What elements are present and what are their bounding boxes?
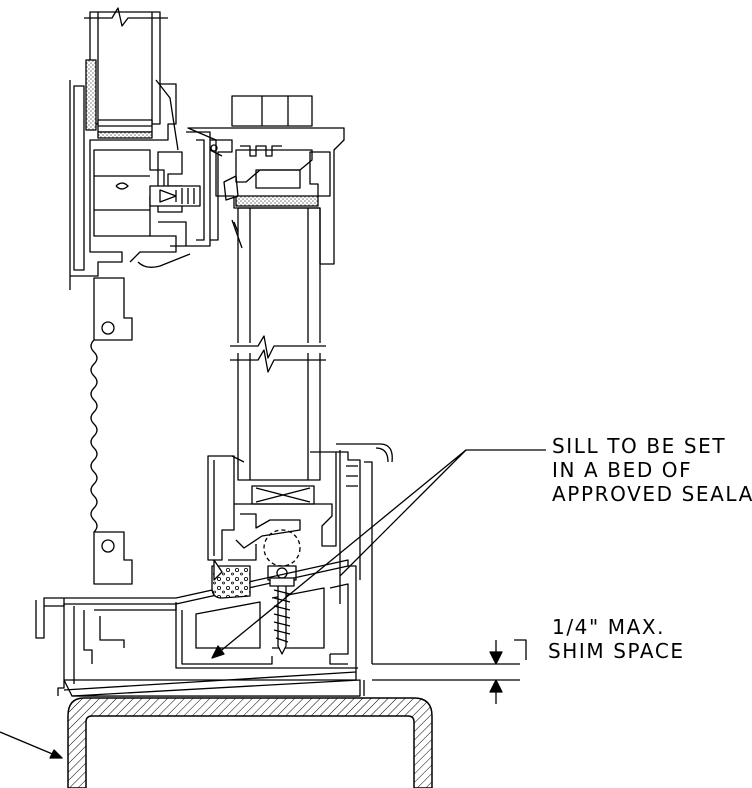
sealant-note-line-3: APPROVED SEALANT	[552, 482, 752, 506]
shim-dimension	[372, 639, 527, 704]
sealant-note: SILL TO BE SET IN A BED OF APPROVED SEAL…	[552, 434, 752, 506]
sill-screw	[269, 577, 295, 655]
shim-note-line-1: 1/4" MAX.	[552, 615, 666, 639]
interior-sill-gasket	[213, 559, 223, 581]
sealant-note-line-2: IN A BED OF	[552, 458, 693, 482]
substrate-leader	[0, 731, 63, 759]
shim-note-line-2: SHIM SPACE	[548, 639, 685, 663]
rough-opening-substrate	[67, 697, 433, 788]
shim-space-note: 1/4" MAX. SHIM SPACE	[548, 615, 685, 663]
main-glazing-unit	[230, 207, 326, 481]
foam-backer-rod	[211, 565, 251, 599]
sealant-note-line-1: SILL TO BE SET	[552, 434, 727, 458]
meeting-rail	[149, 131, 233, 247]
inner-sash-bottom-rail	[207, 451, 337, 581]
frame-jamb	[69, 276, 133, 585]
shim-wedge	[71, 679, 361, 697]
upper-glazing-unit	[84, 7, 168, 139]
sealant-leader	[211, 449, 546, 659]
